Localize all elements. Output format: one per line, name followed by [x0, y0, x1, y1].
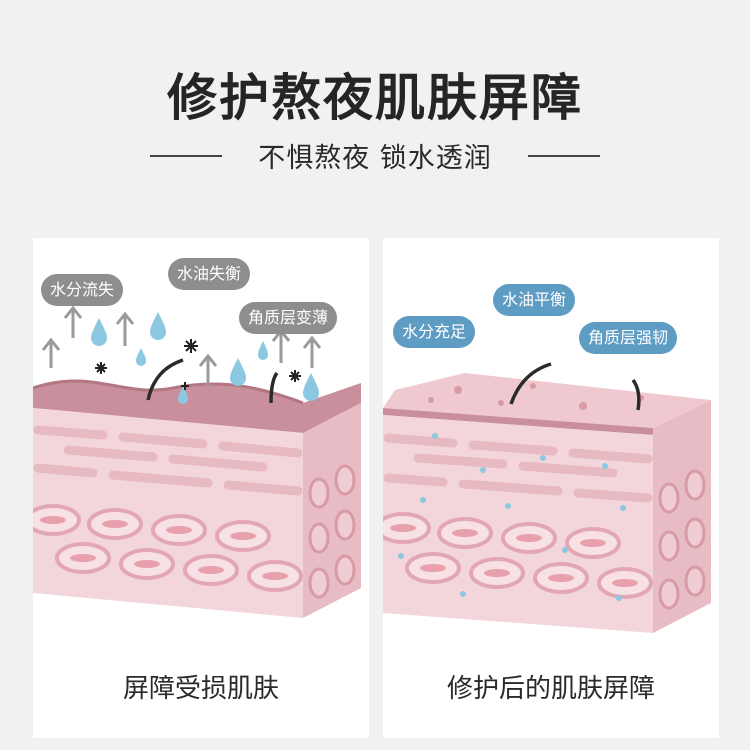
divider-left [150, 155, 222, 157]
damaged-skin-illustration [33, 305, 361, 618]
damaged-skin-panel: 水分流失 水油失衡 角质层变薄 屏障受损肌肤 [33, 238, 369, 738]
page-subtitle: 不惧熬夜 锁水透润 [258, 143, 492, 174]
hair-icon [631, 378, 641, 411]
water-drop-icon [398, 433, 626, 601]
subtitle-row: 不惧熬夜 锁水透润 [0, 136, 750, 176]
divider-right [528, 155, 600, 157]
page-title: 修护熬夜肌肤屏障 [167, 69, 583, 127]
tag-water-loss: 水分流失 [41, 274, 124, 306]
water-drop-icon [91, 312, 319, 404]
tag-thin-stratum-corneum: 角质层变薄 [239, 302, 338, 334]
skin-surface [33, 380, 361, 433]
tag-strong-stratum-corneum: 角质层强韧 [579, 322, 678, 354]
tag-sufficient-water: 水分充足 [393, 316, 476, 348]
hair-icon [269, 371, 279, 404]
hair-icon [146, 358, 184, 401]
hair-icon [509, 362, 552, 405]
skin-cells [383, 512, 653, 599]
repaired-skin-illustration [383, 362, 711, 633]
tag-oil-water-imbalance: 水油失衡 [168, 258, 251, 290]
arrow-up-icon [41, 305, 322, 386]
particle-icon [95, 339, 301, 390]
repaired-skin-caption: 修护后的肌肤屏障 [446, 674, 655, 704]
damaged-skin-caption: 屏障受损肌肤 [122, 674, 279, 704]
skin-cells [33, 504, 303, 592]
repaired-skin-panel: 水油平衡 水分充足 角质层强韧 修护后的肌肤屏障 [383, 238, 719, 738]
tag-oil-water-balance: 水油平衡 [493, 284, 576, 316]
skin-surface [383, 373, 711, 428]
